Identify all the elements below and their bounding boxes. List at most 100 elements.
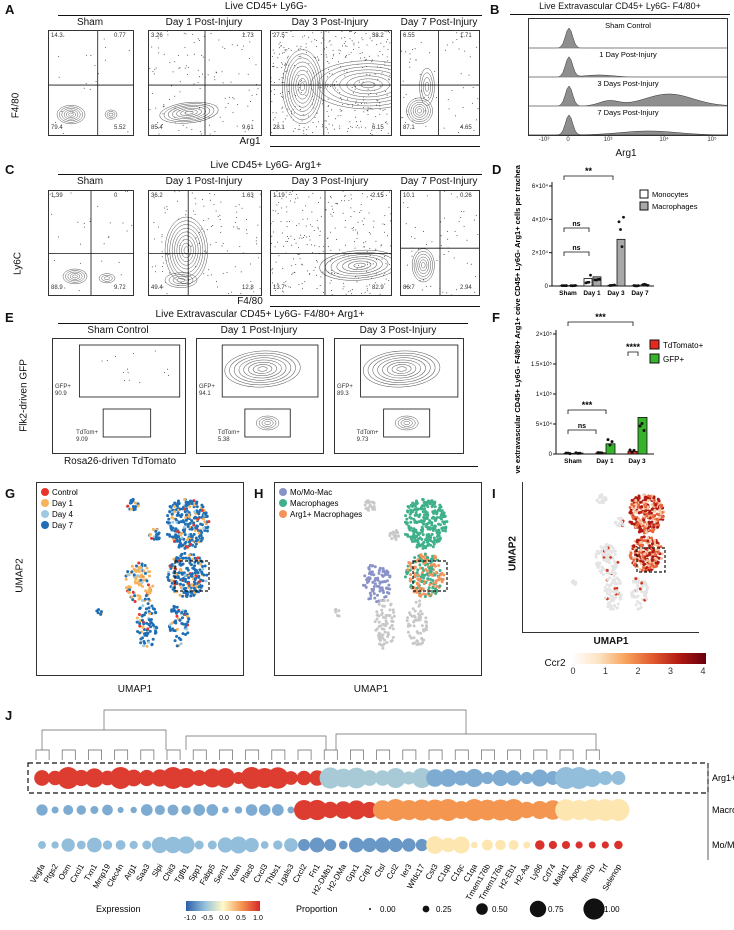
panel-j-dot	[235, 806, 242, 813]
panel-j-dot	[36, 804, 47, 815]
panel-f-legend-label: GFP+	[663, 355, 684, 364]
panel-j-dot	[339, 841, 348, 850]
panel-a-xaxis-arrow	[270, 146, 480, 147]
c-quadrant-lr: 9.72	[114, 285, 126, 291]
panel-d-sig-1: **	[585, 166, 593, 176]
panel-e-xaxis: Rosa26-driven TdTomato	[40, 456, 200, 467]
panel-i-yaxis: UMAP2	[508, 529, 519, 579]
panel-j-dot	[284, 771, 298, 785]
panel-d-sig-2: ns	[572, 221, 580, 228]
c-quadrant-ul: 1.19	[273, 193, 285, 199]
c-quadrant-ll: 49.4	[151, 285, 163, 291]
panel-h-legend-dot	[279, 499, 287, 507]
a-quadrant-ll: 85.4	[151, 125, 163, 131]
e-gfp-label: GFP+	[55, 384, 71, 390]
panel-j-dot	[208, 841, 217, 850]
panel-d-xtick: Day 7	[631, 290, 649, 297]
e-flow-plot	[52, 338, 186, 454]
c-quadrant-ur: 0.26	[460, 193, 472, 199]
panel-j-proportion-tick: 1.00	[604, 905, 620, 914]
panel-j-dot	[259, 804, 271, 816]
panel-d-xtick: Day 1	[583, 290, 601, 297]
panel-j-dot	[297, 771, 312, 786]
c-quadrant-ur: 2.15	[372, 193, 384, 199]
panel-g-legend-label: Control	[52, 488, 78, 497]
panel-j-dot	[142, 841, 151, 850]
panel-j-row-label: Mo/Mo-Mac	[712, 840, 734, 850]
panel-j-dot	[375, 837, 390, 852]
panel-j-proportion-dot	[530, 901, 546, 917]
a-quadrant-ul: 3.26	[151, 33, 163, 39]
panel-e-header-line	[58, 323, 468, 324]
panel-j-dot	[51, 841, 58, 848]
e-flow-plot	[196, 338, 324, 454]
panel-g-legend-label: Day 1	[52, 499, 73, 508]
panel-j-expression-label: Expression	[96, 904, 141, 914]
panel-f-ytick: 1×10⁵	[536, 391, 553, 398]
panel-f-legend-swatch	[650, 354, 659, 363]
c-quadrant-ll: 88.9	[51, 285, 63, 291]
panel-j-dotplot: Arg1+ MacsMacrophagesMo/Mo-MacVegfaPtgs2…	[0, 700, 734, 930]
panel-g-yaxis: UMAP2	[15, 556, 26, 596]
panel-i-umap-box	[522, 482, 699, 633]
panel-g-xaxis: UMAP1	[110, 684, 160, 695]
panel-f-xtick: Sham	[564, 458, 582, 465]
panel-j-gene-label: Cxcl1	[68, 862, 86, 884]
panel-j-dot	[549, 841, 557, 849]
panel-f-xtick: Day 1	[596, 458, 614, 465]
panel-j-dot	[349, 838, 364, 853]
e-plot-title: Day 3 Post-Injury	[334, 325, 462, 336]
panel-c-xaxis-arrow	[270, 306, 480, 307]
a-flow-plot	[270, 30, 392, 136]
panel-j-dot	[611, 771, 625, 785]
a-plot-title: Day 3 Post-Injury	[270, 17, 390, 28]
panel-j-dot	[77, 805, 86, 814]
panel-b-tick: 10³	[600, 137, 616, 143]
panel-i-colorbar-tick: 4	[698, 666, 708, 676]
panel-f-chart: live extravascular CD45+ Ly6G- F4/80+ Ar…	[490, 308, 734, 474]
panel-f-ylabel: live extravascular CD45+ Ly6G- F4/80+ Ar…	[513, 308, 522, 474]
panel-e-xaxis-arrow	[200, 466, 478, 467]
panel-j-dot	[495, 840, 505, 850]
panel-b-tick: -10³	[536, 137, 552, 143]
a-quadrant-ul: 6.55	[403, 33, 415, 39]
panel-h-legend-label: Macrophages	[290, 499, 338, 508]
c-flow-plot	[400, 190, 480, 296]
panel-j-dot	[168, 805, 179, 816]
c-quadrant-ur: 1.63	[242, 193, 254, 199]
c-quadrant-ur: 0	[114, 193, 117, 199]
panel-f-ytick: 2×10⁵	[536, 331, 553, 338]
c-quadrant-ll: 86.7	[403, 285, 415, 291]
panel-j-dot	[116, 840, 126, 850]
panel-j-dot	[453, 836, 470, 853]
panel-e-letter: E	[5, 310, 14, 325]
panel-d-ytick: 0	[545, 284, 549, 290]
panel-b-row-label: 3 Days Post-Injury	[597, 79, 659, 88]
e-plot-title: Day 1 Post-Injury	[196, 325, 322, 336]
panel-j-dot	[38, 841, 46, 849]
panel-j-expression-colorbar	[186, 901, 260, 911]
panel-j-dot	[52, 806, 59, 813]
panel-a-header-line	[58, 15, 482, 16]
panel-j-gene-label: Ccl2	[385, 862, 401, 881]
panel-j-dot	[130, 807, 136, 813]
c-quadrant-ll: 13.7	[273, 285, 285, 291]
a-quadrant-ll: 28.1	[273, 125, 285, 131]
c-flow-plot	[48, 190, 134, 296]
panel-j-gene-label: Tgfb1	[173, 862, 191, 885]
panel-j-dot	[63, 805, 73, 815]
a-quadrant-lr: 5.52	[114, 125, 126, 131]
panel-f-legend-swatch	[650, 340, 659, 349]
c-plot-title: Day 7 Post-Injury	[400, 176, 478, 187]
panel-j-dot	[607, 799, 629, 821]
panel-i-colorbar	[572, 653, 706, 664]
panel-j-proportion-dot	[423, 906, 430, 913]
c-quadrant-ul: 36.2	[151, 193, 163, 199]
panel-f-ytick: 1.5×10⁵	[531, 361, 553, 368]
panel-b-row-label: 1 Day Post-Injury	[599, 50, 657, 59]
panel-c-letter: C	[5, 162, 14, 177]
panel-j-dot	[155, 805, 165, 815]
panel-h-xaxis: UMAP1	[346, 684, 396, 695]
panel-j-expression-tick: 0.5	[236, 915, 246, 922]
